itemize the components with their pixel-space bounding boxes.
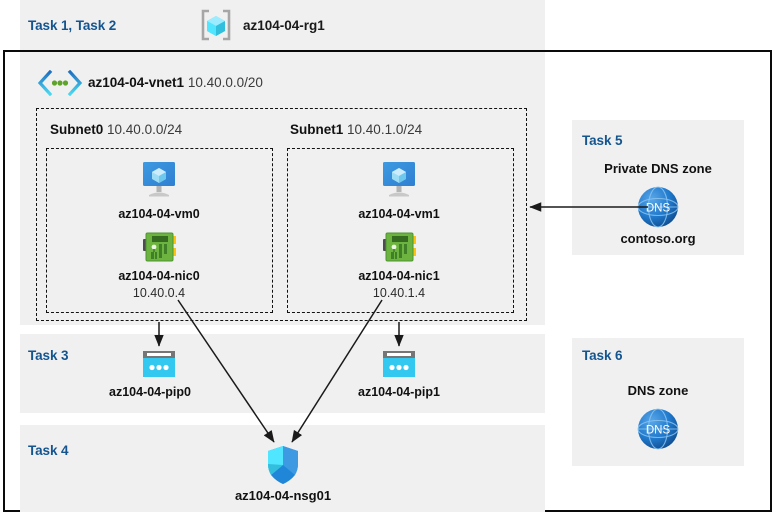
vnet-name: az104-04-vnet1: [88, 75, 185, 90]
vm1-label: az104-04-vm1: [358, 207, 440, 221]
vnet-panel: [20, 52, 545, 325]
nsg-label: az104-04-nsg01: [234, 488, 332, 503]
subnet1-title: Subnet1 10.40.1.0/24: [290, 122, 422, 137]
virtual-machine-icon: [377, 160, 421, 202]
task-label-4: Task 4: [28, 443, 69, 458]
pip1-label: az104-04-pip1: [358, 385, 440, 399]
svg-text:DNS: DNS: [646, 425, 671, 437]
subnet1-box: [287, 148, 514, 313]
resource-group-name: az104-04-rg1: [243, 18, 325, 33]
subnet1-name: Subnet1: [290, 122, 344, 137]
subnet0-box: [46, 148, 273, 313]
task-label-6: Task 6: [582, 348, 623, 363]
network-interface-icon: [141, 230, 177, 266]
public-ip-address-icon: [380, 348, 418, 380]
subnet0-title: Subnet0 10.40.0.0/24: [50, 122, 182, 137]
subnets-container: [36, 108, 527, 321]
vm0-label: az104-04-vm0: [118, 207, 200, 221]
nic1-label: az104-04-nic1: [358, 269, 440, 283]
resource-group-header-panel: [20, 0, 545, 50]
virtual-machine-icon: [137, 160, 181, 202]
subnet0-cidr: 10.40.0.0/24: [107, 122, 183, 137]
resource-group-icon: [198, 8, 234, 42]
subnet0-name: Subnet0: [50, 122, 104, 137]
nic0-ip: 10.40.0.4: [132, 286, 186, 300]
vnet-cidr: 10.40.0.0/20: [187, 75, 263, 90]
private-dns-zone-title: Private DNS zone: [604, 161, 712, 176]
nic1-ip: 10.40.1.4: [372, 286, 426, 300]
dns-zone-title: DNS zone: [627, 383, 689, 398]
pip0-label: az104-04-pip0: [109, 385, 191, 399]
vnet-title: az104-04-vnet1 10.40.0.0/20: [88, 75, 263, 90]
network-security-group-shield-icon: [265, 444, 301, 486]
task-label-3: Task 3: [28, 348, 69, 363]
virtual-network-icon: [37, 70, 83, 96]
subnet1-cidr: 10.40.1.0/24: [347, 122, 423, 137]
public-ip-address-icon: [140, 348, 178, 380]
network-interface-icon: [381, 230, 417, 266]
nic0-label: az104-04-nic0: [118, 269, 200, 283]
dns-globe-icon: DNS: [635, 184, 681, 230]
task-label-1-2: Task 1, Task 2: [28, 18, 117, 33]
public-ip-panel: [20, 334, 545, 413]
task-label-5: Task 5: [582, 133, 623, 148]
dns-globe-icon: DNS: [635, 406, 681, 452]
svg-text:DNS: DNS: [646, 203, 671, 215]
private-dns-zone-domain: contoso.org: [620, 231, 696, 246]
